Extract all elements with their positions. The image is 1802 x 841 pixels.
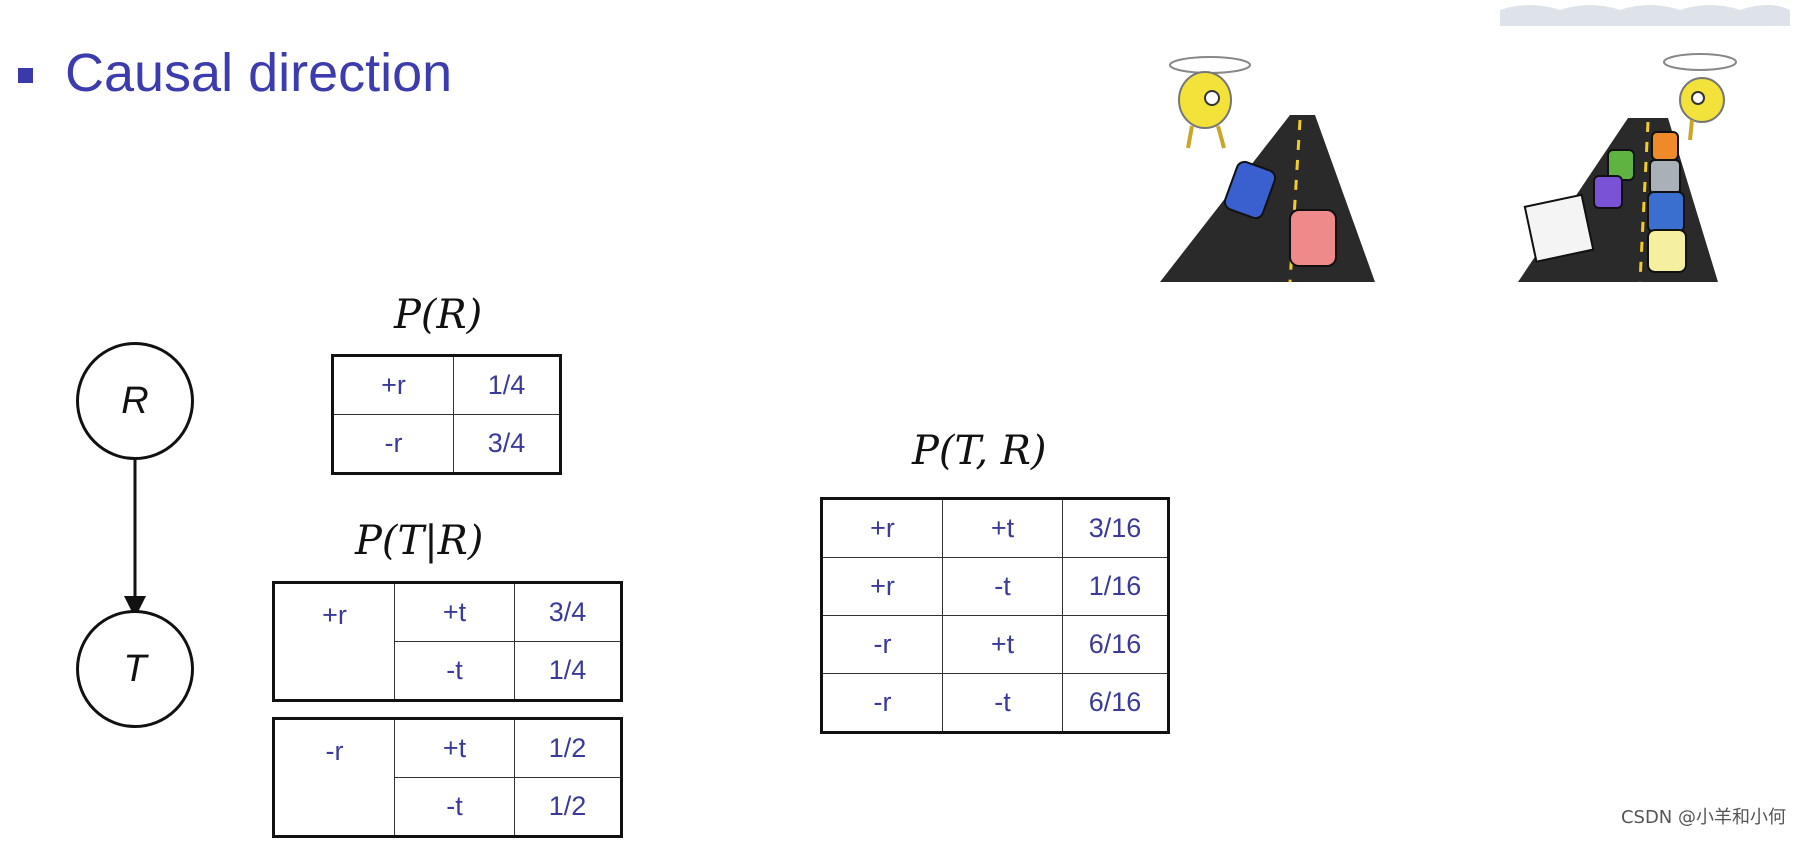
p-r-caption: P(R)	[394, 292, 483, 338]
node-T-label: T	[123, 647, 147, 690]
table-cell: 6/16	[1062, 615, 1169, 674]
table-cell: -t	[394, 777, 515, 837]
table-cell: -r	[821, 615, 943, 674]
p-r-table: +r 1/4 -r 3/4	[331, 354, 562, 475]
table-cell: +r	[821, 498, 943, 558]
table-cell: 3/4	[453, 414, 561, 474]
table-cell: -t	[942, 673, 1063, 733]
table-cell: +t	[394, 718, 515, 778]
table-cell: 3/4	[514, 582, 622, 642]
table-row: -t 1/4	[274, 641, 622, 701]
table-cell: -r	[332, 414, 454, 474]
node-T: T	[76, 610, 194, 728]
table-cell: 3/16	[1062, 498, 1169, 558]
table-cell: -r	[273, 718, 395, 837]
p-t-given-r-table-minus-r: -r +t 1/2 -t 1/2	[272, 717, 623, 838]
p-t-given-r-caption: P(T|R)	[355, 518, 484, 564]
table-row: +r -t 1/16	[821, 557, 1169, 616]
table-row: +r 1/4	[332, 355, 561, 415]
table-cell: 6/16	[1062, 673, 1169, 733]
table-cell: +r	[821, 557, 943, 616]
p-t-given-r-table-plus-r: +r +t 3/4 -t 1/4	[272, 581, 623, 702]
heavy-traffic-road-illustration	[1500, 5, 1790, 283]
table-row: -r +t 6/16	[821, 615, 1169, 674]
bullet-icon	[18, 67, 33, 83]
table-cell: +t	[394, 582, 515, 642]
robot-icon	[1663, 53, 1737, 141]
table-cell: 1/4	[514, 641, 622, 701]
node-R-label: R	[121, 379, 149, 422]
p-t-r-caption: P(T, R)	[912, 428, 1047, 474]
red-car-icon	[1289, 209, 1337, 267]
table-row: -r 3/4	[332, 414, 561, 474]
table-cell: +t	[942, 498, 1063, 558]
table-cell: +r	[332, 355, 454, 415]
p-t-r-table: +r +t 3/16 +r -t 1/16 -r +t 6/16 -r -t 6…	[820, 497, 1170, 734]
slide-title-row: Causal direction	[18, 38, 452, 108]
table-cell: 1/4	[453, 355, 561, 415]
table-cell: -t	[394, 641, 515, 701]
table-cell: -t	[942, 557, 1063, 616]
robot-icon	[1169, 56, 1251, 149]
table-cell: +t	[942, 615, 1063, 674]
watermark: CSDN @小羊和小何	[1620, 807, 1786, 828]
table-row: +r +t 3/4	[273, 582, 622, 701]
table-cell: 1/2	[514, 718, 622, 778]
table-cell: +r	[273, 582, 395, 701]
node-R: R	[76, 342, 194, 460]
table-row: -r +t 1/2	[273, 718, 622, 837]
table-cell: 1/2	[514, 777, 622, 837]
table-cell: -r	[821, 673, 943, 733]
slide-title: Causal direction	[65, 43, 453, 103]
blue-car-icon	[1223, 160, 1277, 220]
graph-edge-arrow	[124, 460, 146, 618]
table-row: -r -t 6/16	[821, 673, 1169, 733]
light-traffic-road-illustration	[1160, 56, 1375, 283]
table-row: -t 1/2	[274, 777, 622, 837]
table-row: +r +t 3/16	[821, 498, 1169, 558]
table-cell: 1/16	[1062, 557, 1169, 616]
